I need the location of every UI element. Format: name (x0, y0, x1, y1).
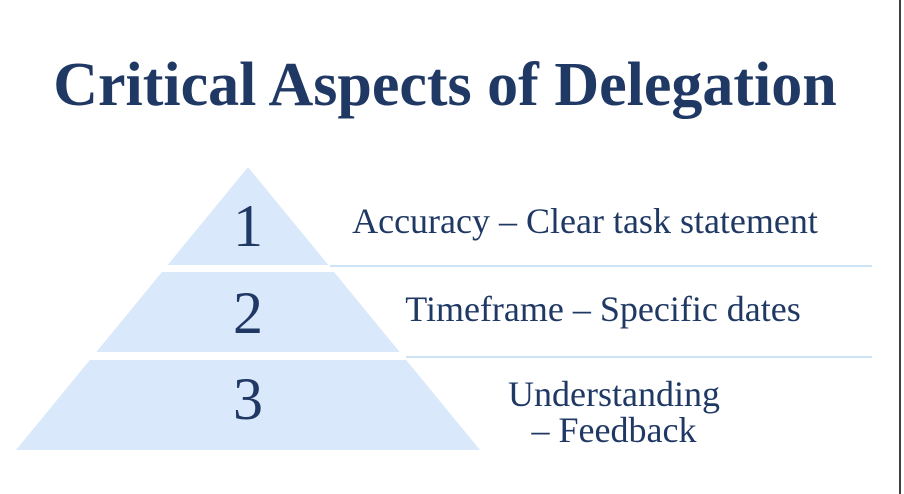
pyramid-level-3-label: Understanding – Feedback (359, 376, 869, 448)
right-edge-border-line (899, 0, 901, 494)
pyramid-level-3-number: 3 (233, 366, 263, 432)
level-1-rule-line (330, 265, 872, 267)
pyramid-level-1-label: Accuracy – Clear task statement (352, 201, 818, 241)
pyramid-level-divider-1 (16, 265, 480, 272)
pyramid-level-2-label: Timeframe – Specific dates (405, 289, 801, 329)
pyramid-level-1-number: 1 (233, 193, 263, 259)
slide-title: Critical Aspects of Delegation (53, 50, 837, 119)
pyramid-level-2-number: 2 (233, 280, 263, 346)
pyramid-level-3-label-line-1: Understanding (508, 374, 720, 414)
pyramid-level-divider-2 (16, 352, 480, 360)
pyramid-level-3-label-line-2: – Feedback (531, 410, 697, 450)
level-2-rule-line (406, 356, 872, 358)
